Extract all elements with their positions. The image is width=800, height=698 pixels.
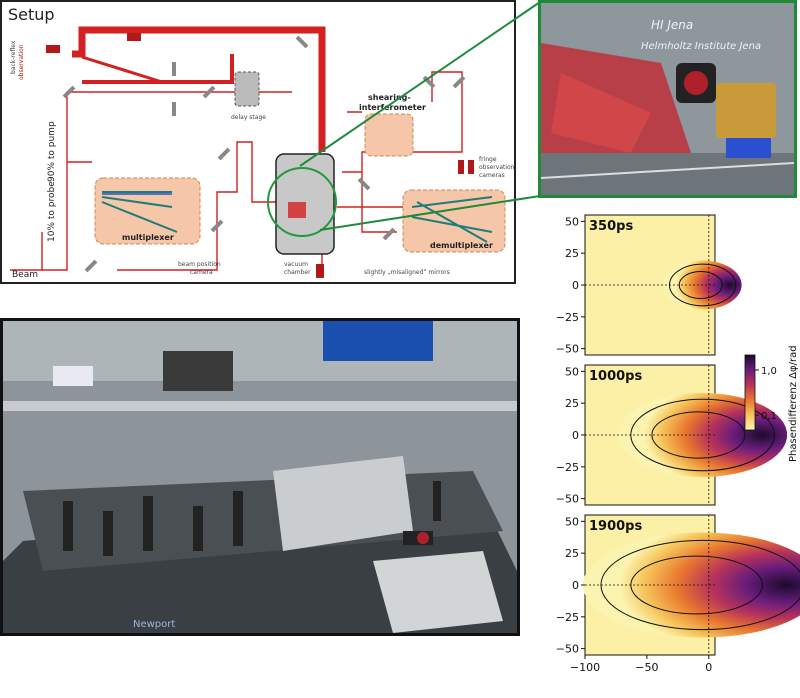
lab-photo: Newport	[0, 318, 520, 636]
delay-stage-box	[234, 71, 260, 107]
beampos-label-2: camera	[190, 269, 213, 276]
probe-beam	[10, 91, 292, 271]
delay-stage-label: delay stage	[231, 114, 266, 121]
backreflex-label-1: back-reflex	[10, 40, 17, 74]
beampos-label-1: beam position	[178, 261, 221, 268]
panel-label: 1000ps	[589, 369, 642, 384]
y-tick-label: 0	[572, 279, 579, 292]
x-tick-label: 0	[705, 661, 712, 674]
pump-branch2	[81, 55, 163, 84]
shearing-box	[364, 113, 414, 157]
contour-inner	[651, 411, 746, 459]
heatmap-panels: 350ps 50 25 0 −25 −50 1000ps 50 25 0 −25 −50 1900ps 5…	[556, 214, 800, 656]
closeup-sign-2: Helmholtz Institute Jena	[641, 41, 761, 52]
y-tick-label: −50	[556, 343, 579, 356]
x-tick-label: −100	[570, 661, 600, 674]
fringe-label-3: cameras	[479, 172, 505, 179]
heatmap-panel: 1000ps 50 25 0 −25 −50	[556, 364, 788, 506]
demultiplexer-label: demultiplexer	[430, 241, 493, 250]
closeup-photo: HI Jena Helmholtz Institute Jena	[538, 0, 797, 198]
colorbar-tick-bottom: 0,1	[761, 411, 777, 422]
setup-diagram: Setup multiplexer demultiplexer shearing…	[0, 0, 516, 284]
x-tick-label: −50	[635, 661, 658, 674]
multiplexer-label: multiplexer	[122, 233, 174, 242]
fringe-label-2: observation	[479, 164, 515, 171]
y-tick-label: −50	[556, 493, 579, 506]
heatmap-figure: 350ps 50 25 0 −25 −50 1000ps 50 25 0 −25 −50 1900ps 5…	[556, 214, 800, 674]
y-tick-label: −25	[556, 311, 579, 324]
vacuum-label-2: chamber	[284, 269, 311, 276]
y-tick-label: 0	[572, 579, 579, 592]
zoom-circle	[267, 167, 337, 237]
probe-label: 10% to probe	[47, 181, 57, 242]
backreflex-label-2: observation	[18, 44, 25, 80]
y-tick-label: 25	[565, 397, 579, 410]
shearing-label-1: shearing-	[368, 93, 411, 102]
beam-label: Beam	[12, 270, 38, 280]
y-tick-label: 25	[565, 547, 579, 560]
pump-beam	[72, 26, 326, 152]
setup-title: Setup	[8, 5, 55, 24]
setup-schematic: Setup multiplexer demultiplexer shearing…	[8, 5, 515, 280]
y-tick-label: 0	[572, 429, 579, 442]
panel-label: 350ps	[589, 219, 633, 234]
plume-region	[583, 532, 800, 638]
y-tick-label: −50	[556, 643, 579, 656]
x-ticks: −100 −50 0	[570, 655, 712, 674]
fringe-label-1: fringe	[479, 156, 497, 163]
y-tick-label: −25	[556, 611, 579, 624]
pump-branch	[82, 54, 234, 84]
colorbar-title: Phasendifferenz Δφ/rad	[788, 345, 799, 462]
y-tick-label: 25	[565, 247, 579, 260]
closeup-sign-1: HI Jena	[651, 18, 693, 32]
colorbar	[744, 354, 756, 431]
y-tick-label: −25	[556, 461, 579, 474]
colorbar-tick-top: 1,0	[761, 366, 777, 377]
lab-brand: Newport	[133, 619, 175, 630]
heatmap-panel: 1900ps 50 25 0 −25 −50	[556, 514, 800, 656]
panel-label: 1900ps	[589, 519, 642, 534]
heatmap-panel: 350ps 50 25 0 −25 −50	[556, 214, 742, 356]
pump-label: 90% to pump	[47, 121, 57, 182]
contour-inner	[678, 271, 723, 299]
probe-beam-2	[321, 71, 463, 277]
y-tick-label: 50	[565, 215, 579, 228]
shearing-label-2: interferometer	[359, 103, 426, 112]
vacuum-label-1: vacuum	[284, 261, 308, 268]
y-tick-label: 50	[565, 515, 579, 528]
contour-outer	[600, 539, 800, 631]
y-tick-label: 50	[565, 365, 579, 378]
mirrors-label: slightly „misaligned“ mirrors	[364, 269, 450, 276]
